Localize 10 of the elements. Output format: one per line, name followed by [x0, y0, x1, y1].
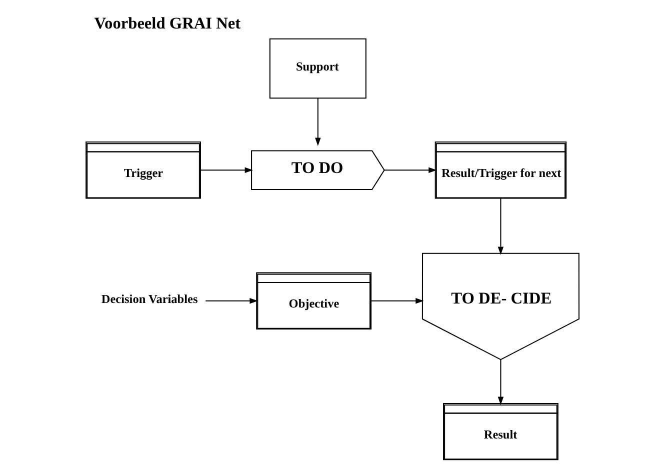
arrow [384, 167, 436, 173]
arrow [200, 167, 252, 173]
diagram-title: Voorbeeld GRAI Net [94, 13, 240, 32]
arrow [497, 360, 504, 405]
arrow [370, 298, 424, 304]
node-box: Support [268, 38, 366, 99]
arrow [314, 98, 320, 146]
node-text: Decision Variables [100, 292, 198, 306]
arrow [205, 298, 258, 304]
arrow [497, 198, 504, 255]
